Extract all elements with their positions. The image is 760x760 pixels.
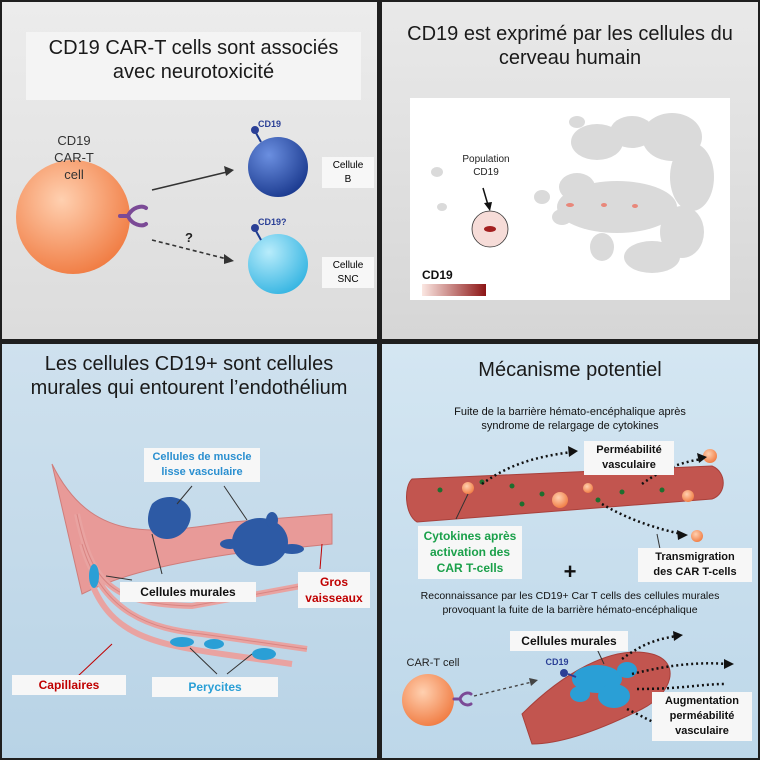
arrow-to-b-cell [151,171,228,191]
increase-permeability-label: Augmentation perméabilité vasculaire [652,692,752,741]
panel1-illustration [16,126,308,294]
large-vessels-label: Gros vaisseaux [298,572,370,609]
plus-sign: + [563,559,577,584]
question-mark: ? [185,230,193,245]
panel2-umap-plot [410,98,730,300]
panel4-mechanism-illustration [402,446,734,745]
cytokines-label: Cytokines après activation des CAR T-cel… [418,526,522,579]
population-arrow [482,187,489,206]
red-leader-lines [76,543,323,678]
cart-label-bottom: CAR-T cell [406,657,460,669]
cd19-population-cells [484,226,496,232]
cart-cell-bottom [402,674,454,726]
car-t-cells-in-vessel [462,449,717,542]
cart-cell-label: CD19 CAR-T cell [54,133,94,182]
permeability-label: Perméabilité vasculaire [584,441,674,475]
b-cell [248,137,308,197]
bottom-arrow-heads [673,631,734,669]
large-vessel [51,463,333,595]
colorbar-label: CD19 [422,268,453,282]
grey-cell-clusters [431,113,714,273]
cell-snc-label: Cellule SNC [322,257,374,288]
dashed-arrow-to-snc [151,239,228,260]
panel-cd19-brain: CD19 est exprimé par les cellules du cer… [382,2,758,339]
smooth-muscle-cells [147,497,304,566]
panel2-title: CD19 est exprimé par les cellules du cer… [407,23,733,70]
cd19q-label: CD19? [258,217,287,227]
cd19-marker-bottom [560,669,568,677]
transmigration-label: Transmigration des CAR T-cells [638,548,752,582]
pericytes-label: Perycites [152,677,278,698]
bottom-mural-cells [570,662,637,708]
panel4-title: Mécanisme potentiel [478,359,662,381]
cart-cell [16,160,130,274]
label-leader-lines [105,485,253,675]
smooth-muscle-label: Cellules de muscle lisse vasculaire [144,448,260,482]
panel3-vessel-illustration [51,463,333,678]
panel1-title: CD19 CAR-T cells sont associés avec neur… [26,32,361,100]
cd19-colorbar [422,284,486,296]
panel-mechanism: Mécanisme potentiel Fuite de la barrière… [382,344,758,758]
cell-b-label: Cellule B [322,157,374,188]
capillaries-label: Capillaires [12,675,126,696]
cd19-marker [251,126,259,134]
snc-cell [248,234,308,294]
panel-cart-neurotoxicity: CD19 CAR-T cells sont associés avec neur… [2,2,377,339]
population-label: Population CD19 [462,154,510,178]
pericytes [89,564,276,660]
dotted-arrow-to-mural [473,681,533,697]
mural-cells-label: Cellules murales [120,582,256,603]
arrow-heads [568,446,707,540]
cd19-label: CD19 [258,119,282,129]
panel3-title: Les cellules CD19+ sont cellules murales… [30,353,348,400]
car-receptor [118,204,148,228]
dotted-arrows [481,450,703,536]
recognition-text: Reconnaissance par les CD19+ Car T cells… [420,590,720,616]
cd19q-marker [251,224,259,232]
panel-mural-cells: Les cellules CD19+ sont cellules murales… [2,344,377,758]
panel4-subtitle: Fuite de la barrière hémato-encéphalique… [454,406,686,433]
cd19-label-bottom: CD19 [545,657,569,667]
mural-cells-label-bottom: Cellules murales [510,631,628,652]
car-receptor-bottom [452,691,473,707]
cd19-positive-spots [566,203,638,208]
